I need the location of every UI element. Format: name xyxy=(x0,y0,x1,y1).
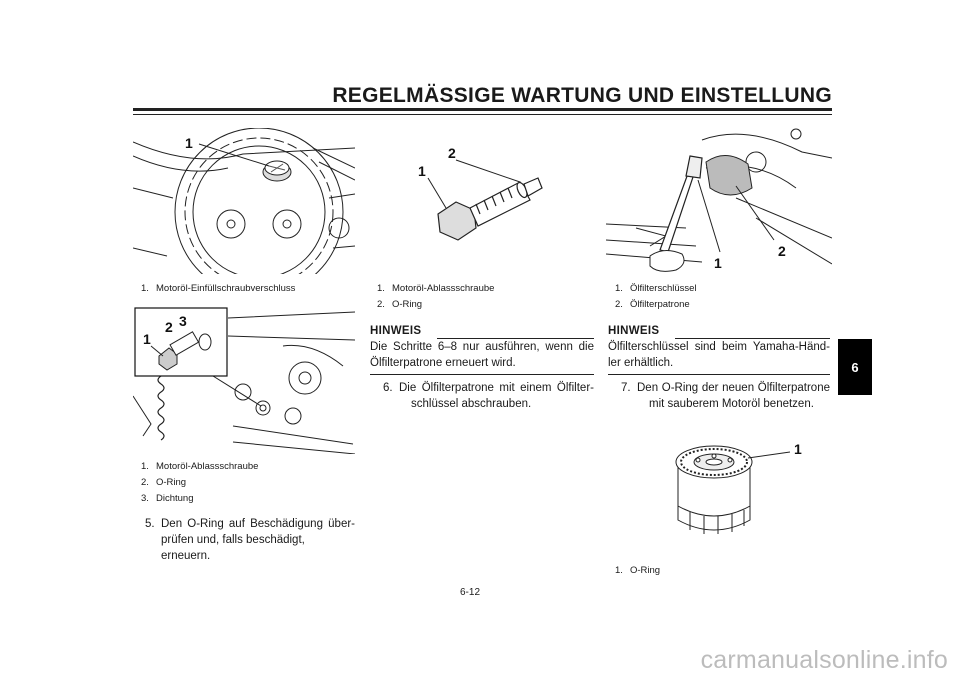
caption-item: 2.O-Ring xyxy=(141,477,187,488)
caption-item: 1.Motoröl-Ablassschraube xyxy=(141,461,259,472)
filter-cartridge xyxy=(705,155,753,196)
note-rule xyxy=(370,374,594,375)
filler-cap xyxy=(262,160,292,182)
step-5: 5. Den O-Ring auf Beschädigung über- prü… xyxy=(145,518,355,562)
step-7: 7. Den O-Ring der neuen Ölfilterpatrone … xyxy=(621,382,830,410)
caption-item: 1.Motoröl-Ablassschraube xyxy=(377,283,495,294)
note-text: Ölfilterschlüssel sind beim Yamaha-Händ-… xyxy=(608,341,830,369)
caption-item: 1.Ölfilterschlüssel xyxy=(615,283,697,294)
step-6: 6. Die Ölfilterpatrone mit einem Ölfilte… xyxy=(383,382,594,410)
caption-list: 1.Motoröl-Ablassschraube 2.O-Ring xyxy=(377,281,494,313)
callout-2: 2 xyxy=(448,145,456,161)
figure-drain-bolt-location: 1 2 3 xyxy=(133,306,355,454)
page-title: REGELMÄSSIGE WARTUNG UND EINSTELLUNG xyxy=(332,84,832,107)
caption-list: 1.O-Ring xyxy=(615,563,660,579)
caption-item: 2.Ölfilterpatrone xyxy=(615,299,690,310)
section-tab: 6 xyxy=(838,339,872,395)
note-rule xyxy=(675,338,830,339)
figure-oil-filler-cap: 1 xyxy=(133,128,355,274)
bolt-head xyxy=(437,201,477,241)
drain-bolt-inset xyxy=(158,331,212,371)
figure-oil-filter-wrench: 1 2 xyxy=(606,128,832,274)
callout-2: 2 xyxy=(165,319,173,335)
callout-1: 1 xyxy=(714,255,722,271)
caption-list: 1.Motoröl-Ablassschraube 2.O-Ring 3.Dich… xyxy=(141,459,258,507)
note-heading: HINWEIS xyxy=(370,325,422,337)
title-rule-thin xyxy=(133,114,832,115)
caption-list: 1.Ölfilterschlüssel 2.Ölfilterpatrone xyxy=(615,281,697,313)
callout-1: 1 xyxy=(185,135,193,151)
note-rule xyxy=(437,338,594,339)
note-text: Die Schritte 6–8 nur ausführen, wenn die… xyxy=(370,341,594,369)
callout-3: 3 xyxy=(179,313,187,329)
wrench-handle xyxy=(659,155,703,253)
caption-list: 1.Motoröl-Einfüllschraubverschluss xyxy=(141,281,295,297)
note-heading: HINWEIS xyxy=(608,325,660,337)
caption-item: 2.O-Ring xyxy=(377,299,423,310)
watermark: carmanualsonline.info xyxy=(700,646,948,674)
hand xyxy=(649,250,685,272)
callout-1: 1 xyxy=(418,163,426,179)
callout-1: 1 xyxy=(143,331,151,347)
title-rule-thick xyxy=(133,108,832,111)
o-ring xyxy=(680,448,748,476)
caption-item: 1.O-Ring xyxy=(615,565,661,576)
figure-drain-bolt: 2 1 xyxy=(370,130,590,274)
callout-2: 2 xyxy=(778,243,786,259)
page-number: 6-12 xyxy=(460,587,481,598)
spring xyxy=(157,375,165,441)
callout-1: 1 xyxy=(794,441,802,457)
note-rule xyxy=(608,374,830,375)
caption-item: 1.Motoröl-Einfüllschraubverschluss xyxy=(141,283,296,294)
figure-new-oil-filter: 1 xyxy=(660,430,810,542)
caption-item: 3.Dichtung xyxy=(141,493,194,504)
